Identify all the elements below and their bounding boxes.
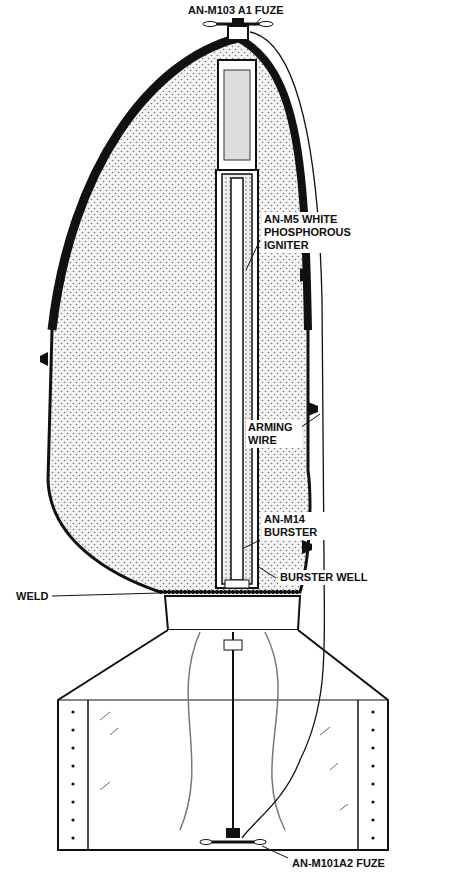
fuze-label: AN-M103 A1 FUZE bbox=[186, 3, 286, 18]
rivet bbox=[371, 746, 374, 749]
rivet bbox=[371, 728, 374, 731]
burster-label: AN-M14 BURSTER bbox=[262, 512, 332, 540]
rivet bbox=[371, 782, 374, 785]
rivet bbox=[71, 728, 74, 731]
rivet bbox=[371, 818, 374, 821]
rivet bbox=[71, 836, 74, 839]
weld-label: WELD bbox=[14, 589, 50, 604]
rivet bbox=[371, 764, 374, 767]
rivet bbox=[71, 746, 74, 749]
rivet bbox=[371, 836, 374, 839]
wire-label: ARMING WIRE bbox=[246, 420, 302, 448]
rivet bbox=[71, 764, 74, 767]
rivet bbox=[371, 800, 374, 803]
rivet bbox=[371, 710, 374, 713]
rivet bbox=[71, 818, 74, 821]
fuze-label: AN-M101A2 FUZE bbox=[290, 856, 387, 871]
igniter-label: AN-M5 WHITE PHOSPHOROUS IGNITER bbox=[262, 212, 358, 253]
rivet bbox=[71, 800, 74, 803]
well-label: BURSTER WELL bbox=[278, 570, 369, 585]
rivet bbox=[71, 710, 74, 713]
rivet bbox=[71, 782, 74, 785]
